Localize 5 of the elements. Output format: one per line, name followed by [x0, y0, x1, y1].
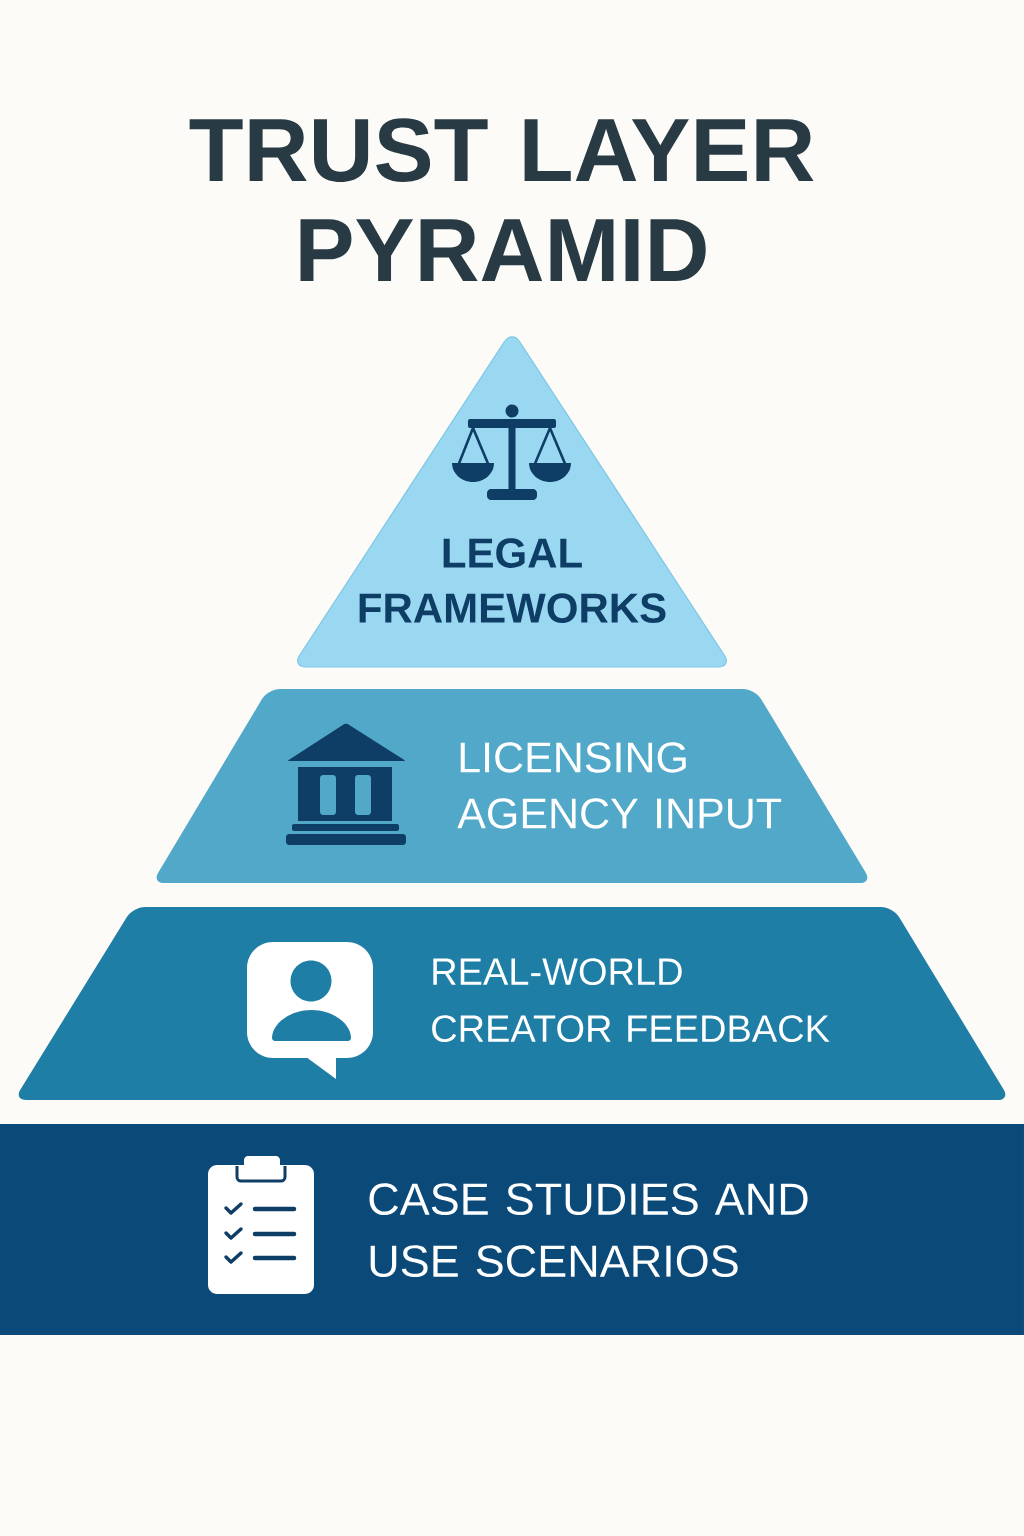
- title: TRUST LAYER PYRAMID: [189, 118, 814, 282]
- triangle-layer: LEGAL FRAMEWORKS: [297, 336, 727, 668]
- band-layer: CASE STUDIES AND USE SCENARIOS: [0, 1124, 1024, 1335]
- trapezoid-layer: LICENSING AGENCY INPUT: [156, 689, 868, 883]
- trapezoid-layer: REAL-WORLD CREATOR FEEDBACK: [18, 907, 1006, 1100]
